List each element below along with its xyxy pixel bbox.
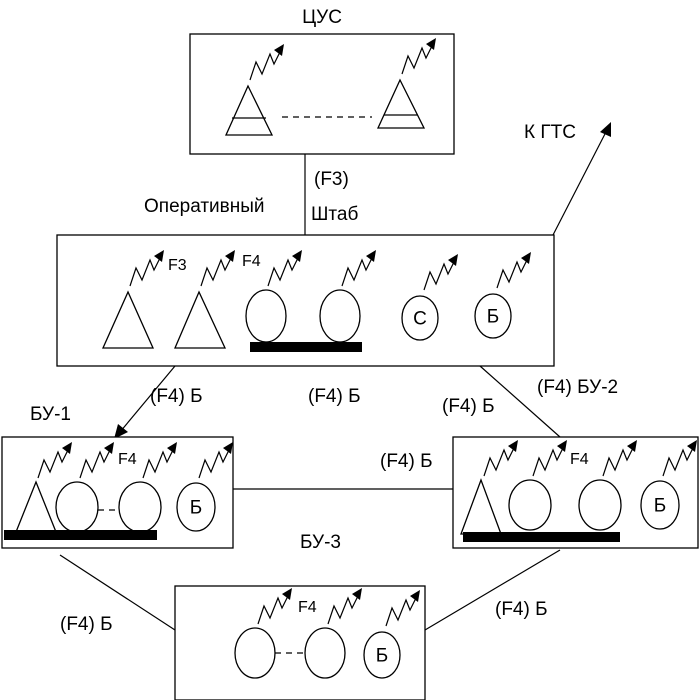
hq-circle-c-label: С	[413, 309, 427, 330]
bu2-circle-b-label: Б	[654, 496, 666, 517]
bu1-circle-1	[55, 481, 99, 533]
bu3-circle-b	[363, 631, 401, 679]
hq-circle-b	[474, 293, 512, 339]
bu2-circle-b	[640, 480, 680, 530]
operative-label: Оперативный	[144, 196, 265, 217]
hq-bu2-b-label: (F4) Б	[442, 396, 495, 417]
bu2-circle-1	[508, 479, 552, 531]
bu3-f4-tag: F4	[298, 599, 317, 616]
hq-circle-b-label: Б	[487, 307, 499, 328]
cus-title: ЦУС	[302, 7, 342, 28]
hq-bus-bar	[250, 342, 362, 352]
bu3-circle-1	[234, 627, 276, 679]
bu2-bus-bar	[463, 532, 620, 542]
bu3-circle-b-label: Б	[376, 646, 388, 667]
cus-node	[189, 33, 455, 155]
bu1-title: БУ-1	[30, 404, 71, 425]
f3-link-label: (F3)	[314, 169, 349, 190]
bu1-circle-b-label: Б	[190, 498, 202, 519]
diagram-labels: ЦУС К ГТС (F3) Оперативный Штаб F3 F4 БУ…	[30, 7, 618, 635]
bu3-circle-2	[304, 627, 346, 679]
hq-f3-tag: F3	[168, 257, 187, 274]
hq-node: С Б	[56, 234, 555, 367]
bu2-f4-tag: F4	[570, 451, 589, 468]
hq-circle-1	[245, 289, 287, 343]
bu1-node: Б	[1, 436, 234, 549]
hq-circle-c	[401, 295, 439, 341]
hq-mid-link-label: (F4) Б	[308, 386, 361, 407]
bu1-bus-bar	[4, 530, 157, 540]
link-bu2-bu3	[424, 549, 561, 631]
link-hq-gts	[552, 129, 608, 236]
hq-f4-tag: F4	[242, 253, 261, 270]
bu1-arrowhead	[114, 424, 128, 439]
bu2-circle-2	[578, 479, 622, 531]
connectors	[59, 122, 611, 631]
link-bu1-bu3	[59, 554, 176, 631]
bu3-title: БУ-3	[300, 532, 341, 553]
cus-triangle-left	[224, 84, 274, 136]
hq-triangle-2	[174, 290, 227, 349]
link-hq-bu1	[119, 365, 176, 433]
bu1-bu3-link-label: (F4) Б	[60, 614, 113, 635]
bu1-f4-tag: F4	[118, 451, 137, 468]
bu1-bu2-link-label: (F4) Б	[380, 451, 433, 472]
bu2-node: Б	[452, 436, 699, 549]
gts-label: К ГТС	[524, 122, 576, 143]
bu2-bu3-link-label: (F4) Б	[495, 599, 548, 620]
hq-bu2-link-label: (F4) БУ-2	[537, 377, 618, 398]
hq-circle-2	[319, 289, 361, 343]
bu3-node: Б	[174, 585, 426, 700]
bu1-circle-2	[118, 481, 162, 533]
hq-bu1-link-label: (F4) Б	[150, 386, 203, 407]
cus-box	[189, 33, 455, 155]
link-hq-bu2	[479, 365, 561, 438]
bu1-circle-b	[176, 482, 216, 532]
cus-triangle-right	[376, 78, 426, 129]
hq-triangle-1	[101, 290, 155, 349]
gts-arrowhead	[600, 122, 611, 137]
shtab-label: Штаб	[311, 204, 358, 225]
